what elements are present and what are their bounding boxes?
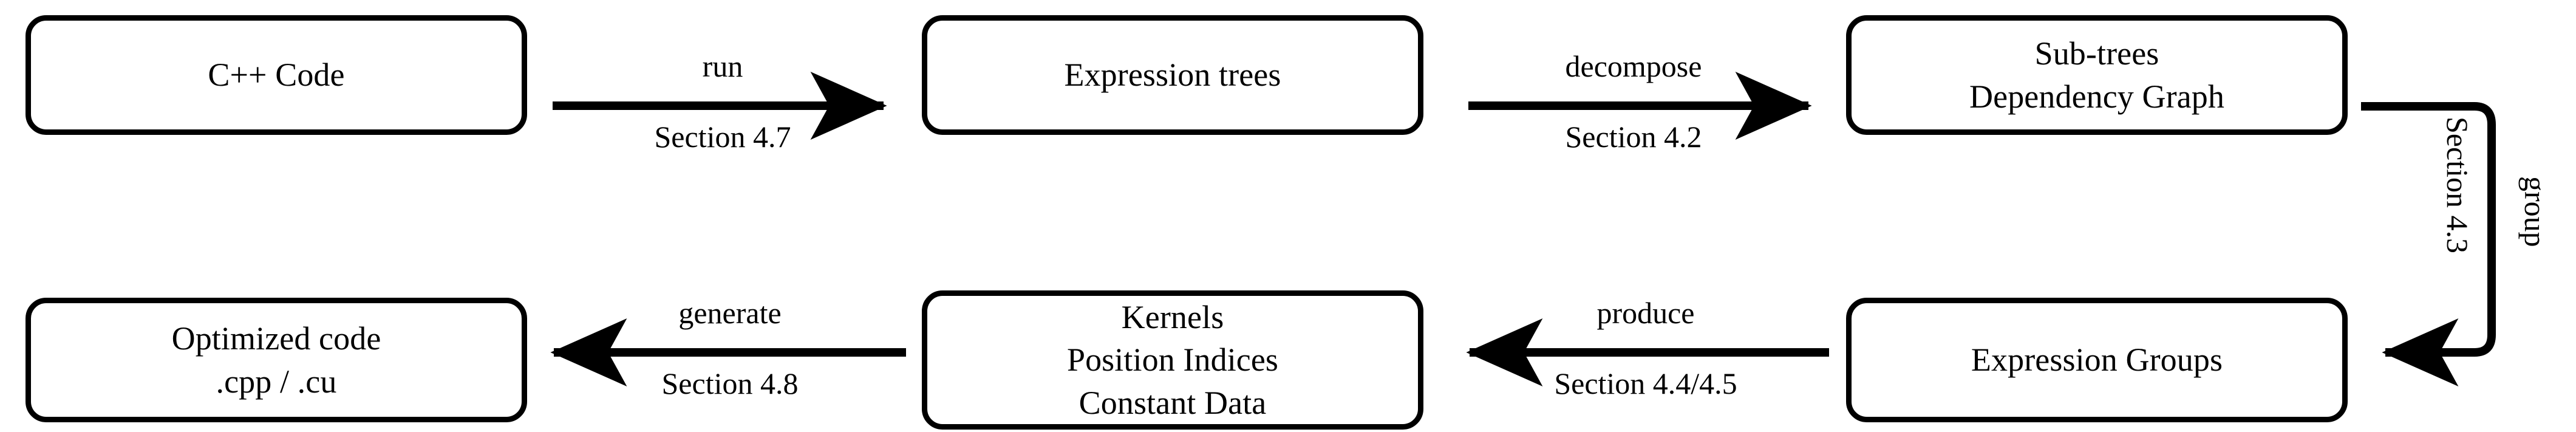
edge-label-run-action: run — [702, 49, 743, 83]
node-sub-trees-dependency-graph[interactable]: Sub-trees Dependency Graph — [1846, 15, 2348, 135]
node-optimized-code-line-1: Optimized code — [171, 320, 381, 357]
node-sub-trees-line-1: Sub-trees — [2034, 35, 2159, 72]
edge-label-decompose-action: decompose — [1565, 49, 1702, 83]
node-cpp-code[interactable]: C++ Code — [26, 15, 527, 135]
node-kernels[interactable]: Kernels Position Indices Constant Data — [922, 290, 1423, 430]
edge-label-decompose-reference: Section 4.2 — [1565, 120, 1702, 154]
node-expression-trees[interactable]: Expression trees — [922, 15, 1423, 135]
edge-arrow-group — [2361, 102, 2496, 386]
node-expression-groups[interactable]: Expression Groups — [1846, 298, 2348, 422]
node-sub-trees-line-2: Dependency Graph — [1969, 78, 2224, 115]
edge-label-generate-action: generate — [678, 296, 782, 330]
node-kernels-line-3: Constant Data — [1078, 384, 1267, 421]
edge-label-generate-reference: Section 4.8 — [661, 366, 799, 400]
node-expression-trees-line-1: Expression trees — [1064, 57, 1281, 94]
node-optimized-code[interactable]: Optimized code .cpp / .cu — [26, 298, 527, 422]
edge-label-group-reference: Section 4.3 — [2441, 117, 2475, 253]
edge-label-produce-action: produce — [1596, 296, 1695, 330]
edge-label-group-action: group — [2518, 176, 2552, 247]
node-optimized-code-line-2: .cpp / .cu — [216, 363, 337, 400]
edge-label-run-reference: Section 4.7 — [654, 120, 791, 154]
edge-label-produce-reference: Section 4.4/4.5 — [1554, 366, 1737, 400]
node-kernels-line-2: Position Indices — [1066, 341, 1279, 379]
node-expression-groups-line-1: Expression Groups — [1971, 341, 2223, 379]
node-kernels-line-1: Kernels — [1121, 299, 1224, 336]
node-cpp-code-line-1: C++ Code — [208, 57, 345, 94]
